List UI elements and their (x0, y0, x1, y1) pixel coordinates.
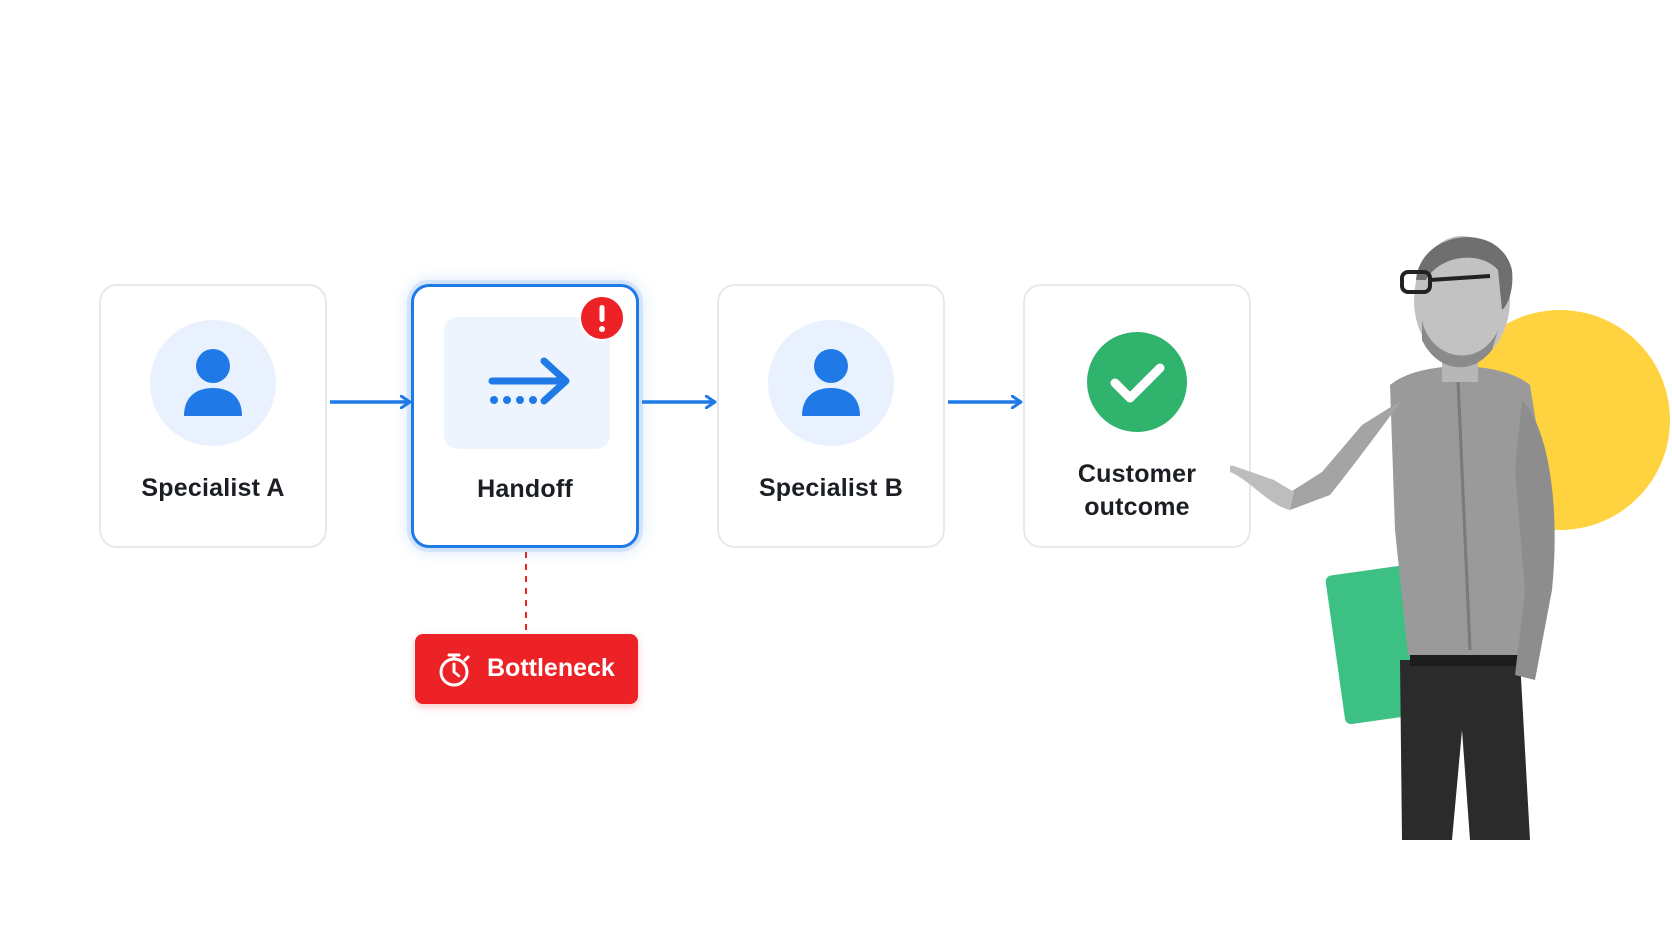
node-specialist-a[interactable]: Specialist A (99, 284, 327, 548)
node-label-line-1: Customer (1077, 460, 1197, 488)
dotted-arrow-icon (488, 357, 570, 405)
presenter-figure (1230, 236, 1555, 840)
presenter-illustration (1230, 236, 1670, 840)
alert-icon (579, 295, 625, 341)
bottleneck-callout[interactable]: Bottleneck (415, 634, 638, 704)
node-label: Customer outcome (1025, 458, 1249, 524)
decor-green-rect (1325, 565, 1425, 725)
check-icon (1087, 332, 1187, 432)
avatar (150, 320, 276, 446)
handoff-tile (444, 317, 610, 449)
person-icon (184, 349, 242, 416)
node-customer-outcome[interactable]: Customer outcome (1023, 284, 1251, 548)
node-label: Specialist B (758, 474, 904, 502)
node-specialist-b[interactable]: Specialist B (717, 284, 945, 548)
node-label: Handoff (477, 475, 573, 503)
bottleneck-label: Bottleneck (487, 654, 615, 682)
person-icon (802, 349, 860, 416)
node-handoff[interactable]: Handoff (411, 284, 639, 548)
avatar (768, 320, 894, 446)
node-label: Specialist A (141, 474, 285, 502)
stopwatch-icon (439, 653, 470, 687)
node-label-line-2: outcome (1084, 493, 1190, 521)
